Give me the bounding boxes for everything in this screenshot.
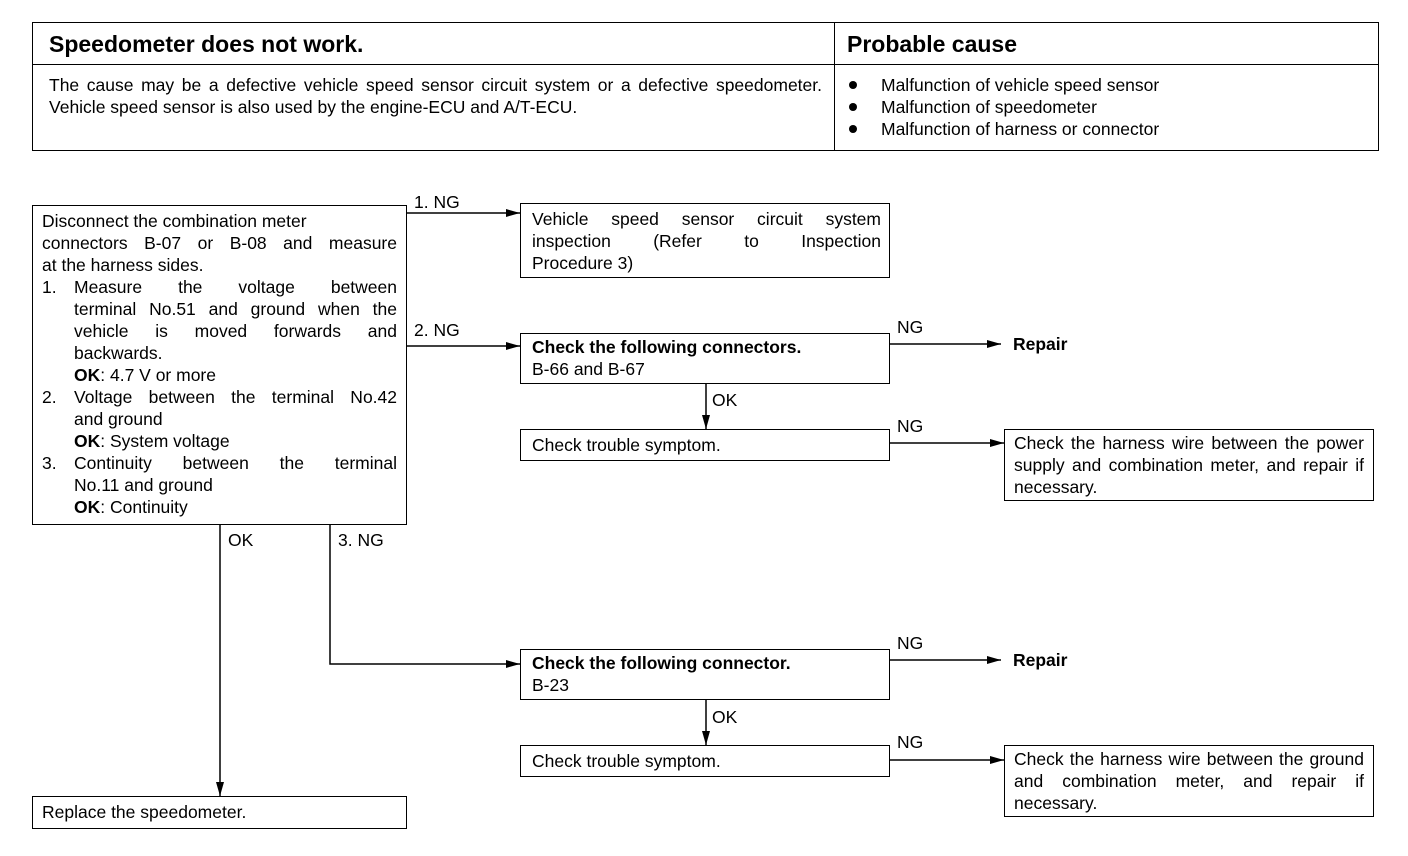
arrow-ng3	[329, 525, 520, 668]
main-check-intro-line: at the harness sides.	[42, 255, 204, 275]
symptom-description: The cause may be a defective vehicle spe…	[49, 75, 822, 117]
connector-check-body: B-23	[532, 675, 569, 695]
branch-label-ng2: 2. NG	[414, 320, 460, 340]
main-check-intro-line: Disconnect the combination meter	[42, 211, 307, 231]
connector-check-title: Check the following connector.	[532, 653, 791, 673]
cause-item: Malfunction of vehicle speed sensor	[835, 74, 1378, 96]
main-check-step-3: 3. Continuity between the terminal No.11…	[42, 453, 397, 517]
main-check-box: Disconnect the combination meter connect…	[32, 205, 407, 525]
branch-label-ng-conn1: NG	[897, 317, 924, 337]
header-right: Probable cause Malfunction of vehicle sp…	[835, 23, 1378, 150]
page-title: Speedometer does not work.	[33, 23, 834, 65]
branch-label-ng-trouble1: NG	[897, 416, 924, 436]
harness-check-box-1: Check the harness wire between the power…	[1004, 429, 1374, 501]
branch-label-ok-conn1: OK	[712, 390, 738, 410]
probable-cause-title: Probable cause	[835, 23, 1378, 65]
connector-check-box-2: Check the following connector. B-23	[520, 649, 890, 700]
cause-item: Malfunction of speedometer	[835, 96, 1378, 118]
branch-label-ok-main: OK	[228, 530, 254, 550]
bullet-icon	[849, 81, 857, 89]
cause-item: Malfunction of harness or connector	[835, 118, 1378, 140]
connector-check-box-1: Check the following connectors. B-66 and…	[520, 333, 890, 384]
main-check-intro-line: connectors B-07 or B-08 and measure	[42, 233, 397, 253]
connector-check-body: B-66 and B-67	[532, 359, 645, 379]
branch-label-ng3: 3. NG	[338, 530, 384, 550]
trouble-symptom-box-2: Check trouble symptom.	[520, 745, 890, 777]
branch-label-ng1: 1. NG	[414, 192, 460, 212]
harness-check-box-2: Check the harness wire between the groun…	[1004, 745, 1374, 817]
main-check-step-2: 2. Voltage between the terminal No.42 an…	[42, 387, 397, 451]
header-table: Speedometer does not work. The cause may…	[32, 22, 1379, 151]
header-left: Speedometer does not work. The cause may…	[33, 23, 835, 150]
bullet-icon	[849, 125, 857, 133]
probable-cause-list: Malfunction of vehicle speed sensor Malf…	[835, 74, 1378, 140]
replace-speedometer-box: Replace the speedometer.	[32, 796, 407, 829]
branch-label-ng-conn2: NG	[897, 633, 924, 653]
trouble-symptom-box-1: Check trouble symptom.	[520, 429, 890, 461]
vss-inspection-box: Vehicle speed sensor circuit system insp…	[520, 203, 890, 278]
connector-check-title: Check the following connectors.	[532, 337, 802, 357]
main-check-step-1: 1. Measure the voltage between terminal …	[42, 277, 397, 385]
bullet-icon	[849, 103, 857, 111]
repair-label-2: Repair	[1013, 650, 1068, 670]
branch-label-ng-trouble2: NG	[897, 732, 924, 752]
branch-label-ok-conn2: OK	[712, 707, 738, 727]
repair-label-1: Repair	[1013, 334, 1068, 354]
